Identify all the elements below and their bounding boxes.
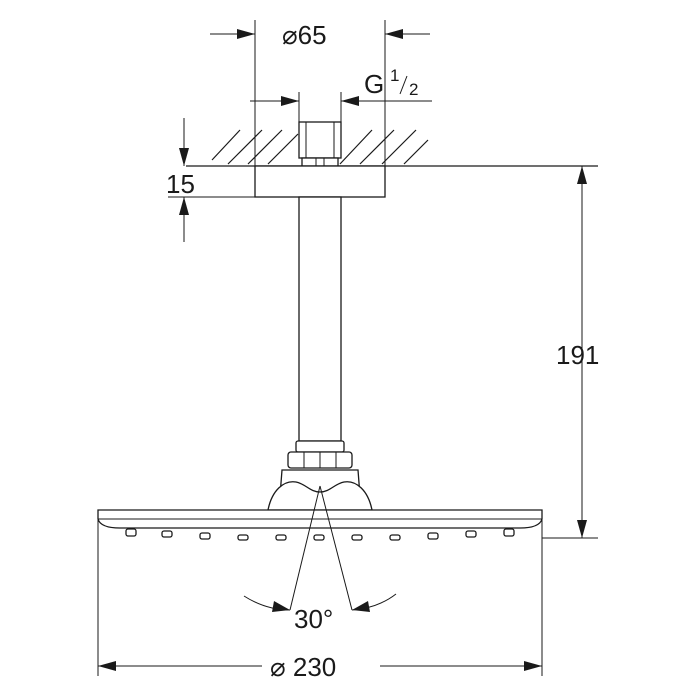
ceiling-hatching <box>211 129 429 165</box>
swivel-joint <box>267 440 373 511</box>
thread-sub: 2 <box>409 80 418 99</box>
thread-label: G <box>364 69 384 99</box>
nozzle-row <box>125 528 515 541</box>
dimension-thread: G 1 2 <box>250 66 432 122</box>
ceiling-flange <box>254 165 386 198</box>
top-diameter-label: ⌀65 <box>282 20 327 50</box>
thread-sup: 1 <box>390 66 399 85</box>
thread-connector <box>298 121 342 167</box>
total-height-label: 191 <box>556 340 599 370</box>
dimension-total-height: 191 <box>542 166 599 539</box>
head-diameter-label: ⌀ 230 <box>270 652 336 682</box>
spray-angle-label: 30° <box>294 604 333 634</box>
shower-arm <box>298 196 342 442</box>
dimension-head-diameter: ⌀ 230 <box>97 510 543 682</box>
dimension-top-diameter: ⌀65 <box>210 20 430 166</box>
flange-height-label: 15 <box>166 169 195 199</box>
dimension-flange-height: 15 <box>166 118 255 242</box>
dimension-spray-angle: 30° <box>243 485 397 634</box>
shower-head <box>97 509 543 541</box>
